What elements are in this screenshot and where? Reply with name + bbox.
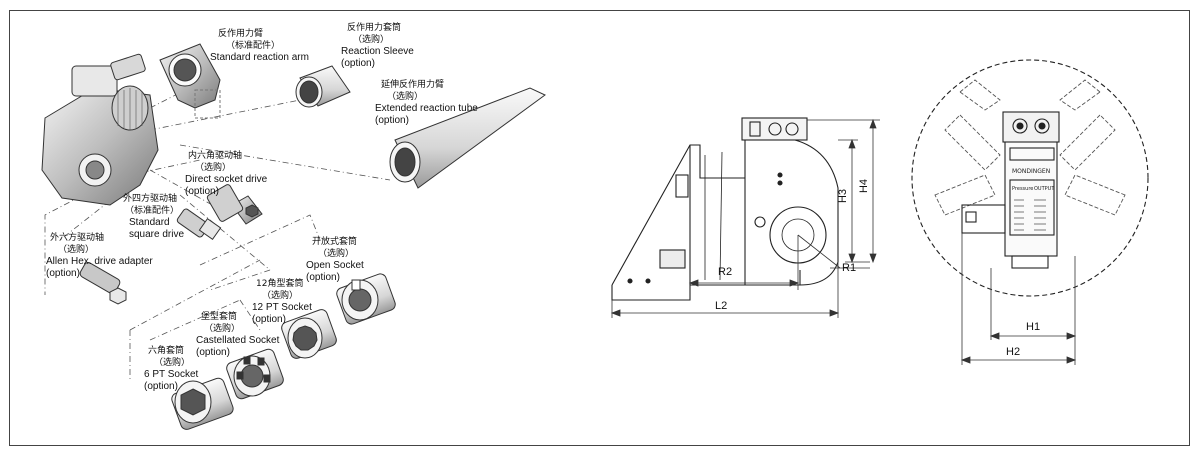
part-label-en: 6 PT Socket xyxy=(144,369,199,380)
part-label-direct-socket-drive: 内六角驱动轴 （选购） Direct socket drive (option) xyxy=(185,151,267,197)
part-label-cn: 六角套筒 xyxy=(148,346,185,356)
part-label-en2: (option) xyxy=(252,313,286,325)
part-label-en2: (option) xyxy=(306,271,340,283)
part-label-en2: square drive xyxy=(129,228,185,240)
part-label-cn: 外四方驱动轴 xyxy=(123,194,178,204)
part-label-en: Reaction Sleeve xyxy=(341,46,414,57)
part-label-cn2: （选购） xyxy=(195,162,232,173)
dimension-h1-label: H1 xyxy=(1026,321,1041,333)
part-label-en: Standard reaction arm xyxy=(210,52,309,63)
part-label-cn: 内六角驱动轴 xyxy=(188,151,243,161)
part-label-en: Direct socket drive xyxy=(185,174,268,185)
dimension-h2-label: H2 xyxy=(1006,346,1021,358)
part-label-en: 12 PT Socket xyxy=(252,302,312,313)
part-label-cn2: （选购） xyxy=(204,323,241,334)
part-label-cn2: （选购） xyxy=(318,248,355,259)
part-label-cn: 反作用力臂 xyxy=(218,29,264,39)
part-label-open-socket: 开放式套筒 （选购） Open Socket (option) xyxy=(306,237,364,283)
dimension-l2-label: L2 xyxy=(715,300,728,312)
dimension-h3-label: H3 xyxy=(837,188,850,204)
allen-hex-drive-adapter-part xyxy=(79,262,127,305)
part-label-standard-reaction-arm: 反作用力臂 （标准配件） Standard reaction arm xyxy=(210,29,309,64)
part-label-en: Castellated Socket xyxy=(196,335,280,346)
castellated-socket-part xyxy=(226,348,284,400)
part-label-standard-square-drive: 外四方驱动轴 （标准配件） Standard square drive xyxy=(123,194,184,240)
standard-reaction-arm-part xyxy=(159,43,221,119)
part-label-castellated-socket: 堡型套筒 （选购） Castellated Socket (option) xyxy=(196,312,279,358)
part-label-en2: (option) xyxy=(196,346,230,358)
12pt-socket-part xyxy=(281,309,337,359)
part-label-cn: 延伸反作用力臂 xyxy=(381,80,445,90)
extended-reaction-tube-part xyxy=(389,87,546,189)
part-label-cn: 反作用力套筒 xyxy=(347,23,402,33)
part-label-cn: 外六方驱动轴 xyxy=(50,233,105,243)
reaction-sleeve-part xyxy=(295,65,351,108)
exploded-parts-view xyxy=(41,43,546,430)
part-label-en: Extended reaction tube xyxy=(375,103,478,114)
part-label-cn2: （选购） xyxy=(154,357,191,368)
part-label-cn2: （标准配件） xyxy=(125,205,180,216)
wrench-body xyxy=(41,53,159,206)
dimension-h4-label: H4 xyxy=(858,178,871,194)
part-label-en2: (option) xyxy=(375,114,409,126)
direct-socket-drive-part xyxy=(206,184,263,225)
standard-square-drive-part xyxy=(176,208,222,241)
part-label-cn2: （选购） xyxy=(387,91,424,102)
part-label-6pt-socket: 六角套筒 （选购） 6 PT Socket (option) xyxy=(144,346,198,392)
part-label-cn2: （选购） xyxy=(262,290,299,301)
part-label-allen-hex-drive-adapter: 外六方驱动轴 （选购） Allen Hex. drive adapter (op… xyxy=(46,233,153,279)
part-label-en: Allen Hex. drive adapter xyxy=(46,256,153,267)
part-label-en: Standard xyxy=(129,217,170,228)
top-view-dimension-lines xyxy=(960,233,1077,365)
part-label-extended-reaction-tube: 延伸反作用力臂 （选购） Extended reaction tube (opt… xyxy=(375,80,478,126)
side-view-dimension-lines xyxy=(610,118,880,318)
part-label-cn: 12角型套筒 xyxy=(256,279,304,289)
side-view-drawing xyxy=(611,117,839,301)
open-socket-part xyxy=(336,273,396,325)
dimension-r2-label: R2 xyxy=(718,266,733,278)
part-label-cn: 开放式套筒 xyxy=(312,237,358,247)
part-label-cn2: （选购） xyxy=(353,34,390,45)
top-view-drawing xyxy=(911,59,1149,297)
part-label-en2: (option) xyxy=(185,185,219,197)
part-label-cn: 堡型套筒 xyxy=(201,312,238,322)
part-label-reaction-sleeve: 反作用力套筒 （选购） Reaction Sleeve (option) xyxy=(341,23,414,69)
dimension-r1-label: R1 xyxy=(842,262,857,274)
6pt-socket-part xyxy=(171,377,234,430)
pressure-plate-text: Pressure xyxy=(1012,186,1034,192)
part-label-en2: (option) xyxy=(144,380,178,392)
part-label-cn2: （标准配件） xyxy=(226,40,281,51)
part-label-12pt-socket: 12角型套筒 （选购） 12 PT Socket (option) xyxy=(252,279,312,325)
part-label-en2: (option) xyxy=(46,267,80,279)
brand-plate-text: MONDINGEN xyxy=(1012,168,1051,175)
output-plate-text: OUTPUT xyxy=(1034,186,1055,192)
part-label-cn2: （选购） xyxy=(58,244,95,255)
part-label-en2: (option) xyxy=(341,57,375,69)
part-label-en: Open Socket xyxy=(306,260,364,271)
